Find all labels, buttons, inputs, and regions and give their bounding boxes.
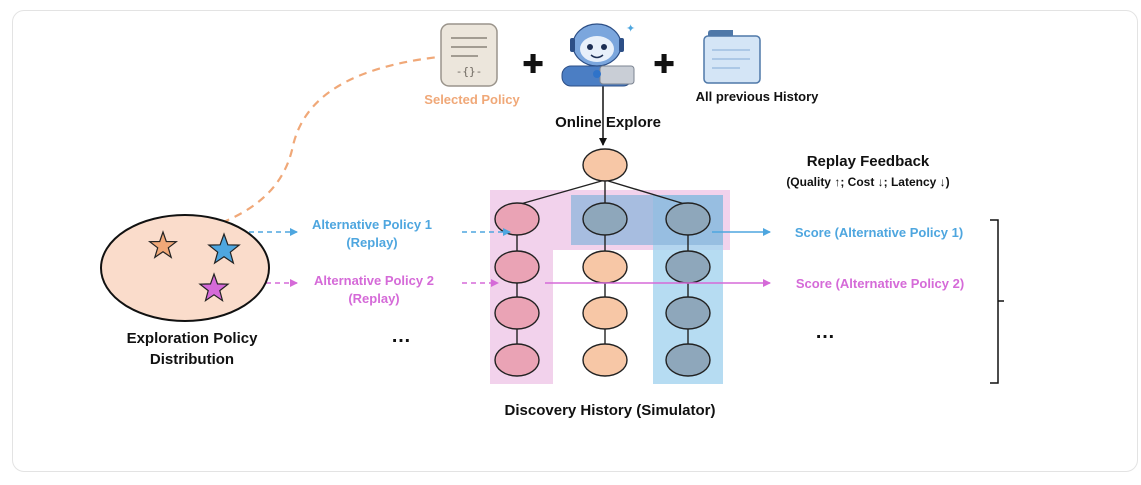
- score-bracket: [990, 219, 1004, 384]
- root-node: [582, 148, 628, 182]
- node-col2-row4: [582, 343, 628, 377]
- ellipsis-right: …: [815, 321, 835, 343]
- exploration-label-line1: Exploration Policy: [127, 330, 259, 347]
- node-col1-row2: [494, 250, 540, 284]
- node-col3-row4: [665, 343, 711, 377]
- plus-icon: ✚: [653, 50, 675, 80]
- discovery-history-label: Discovery History (Simulator): [505, 402, 716, 419]
- svg-text:-{}-: -{}-: [456, 65, 483, 78]
- node-col1-row1: [494, 202, 540, 236]
- node-col1-row3: [494, 296, 540, 330]
- all-history-label: All previous History: [696, 89, 820, 104]
- exploration-policy-ellipse: [100, 214, 270, 322]
- score-1-label: Score (Alternative Policy 1): [795, 225, 963, 240]
- tree-edges: [516, 179, 689, 345]
- document-icon: -{}-: [440, 23, 498, 87]
- ellipsis-left: …: [391, 325, 411, 347]
- node-col1-row4: [494, 343, 540, 377]
- node-col3-row3: [665, 296, 711, 330]
- node-col3-row1: [665, 202, 711, 236]
- alt-policy-1-label: Alternative Policy 1: [312, 217, 432, 232]
- blue-star-icon: [207, 232, 241, 265]
- replay-feedback-metrics: (Quality ↑; Cost ↓; Latency ↓): [786, 175, 949, 189]
- online-explore-label: Online Explore: [555, 114, 661, 131]
- node-col3-row2: [665, 250, 711, 284]
- exploration-label-line2: Distribution: [150, 351, 234, 368]
- alt-policy-2-sub: (Replay): [348, 291, 399, 306]
- orange-star-icon: [147, 230, 179, 259]
- node-col2-row1: [582, 202, 628, 236]
- score-2-label: Score (Alternative Policy 2): [796, 276, 964, 291]
- history-window-icon: [703, 30, 761, 84]
- selected-policy-dashed-curve: [167, 55, 439, 240]
- node-col2-row2: [582, 250, 628, 284]
- replay-feedback-title: Replay Feedback: [807, 153, 930, 170]
- alt-policy-1-sub: (Replay): [346, 235, 397, 250]
- plus-icon: ✚: [522, 50, 544, 80]
- alt-policy-2-label: Alternative Policy 2: [314, 273, 434, 288]
- selected-policy-label: Selected Policy: [424, 92, 520, 107]
- node-col2-row3: [582, 296, 628, 330]
- robot-agent-icon: ✦: [561, 22, 635, 87]
- pink-star-icon: [198, 272, 230, 303]
- svg-text:✦: ✦: [626, 22, 635, 35]
- tree-nodes: [494, 148, 711, 377]
